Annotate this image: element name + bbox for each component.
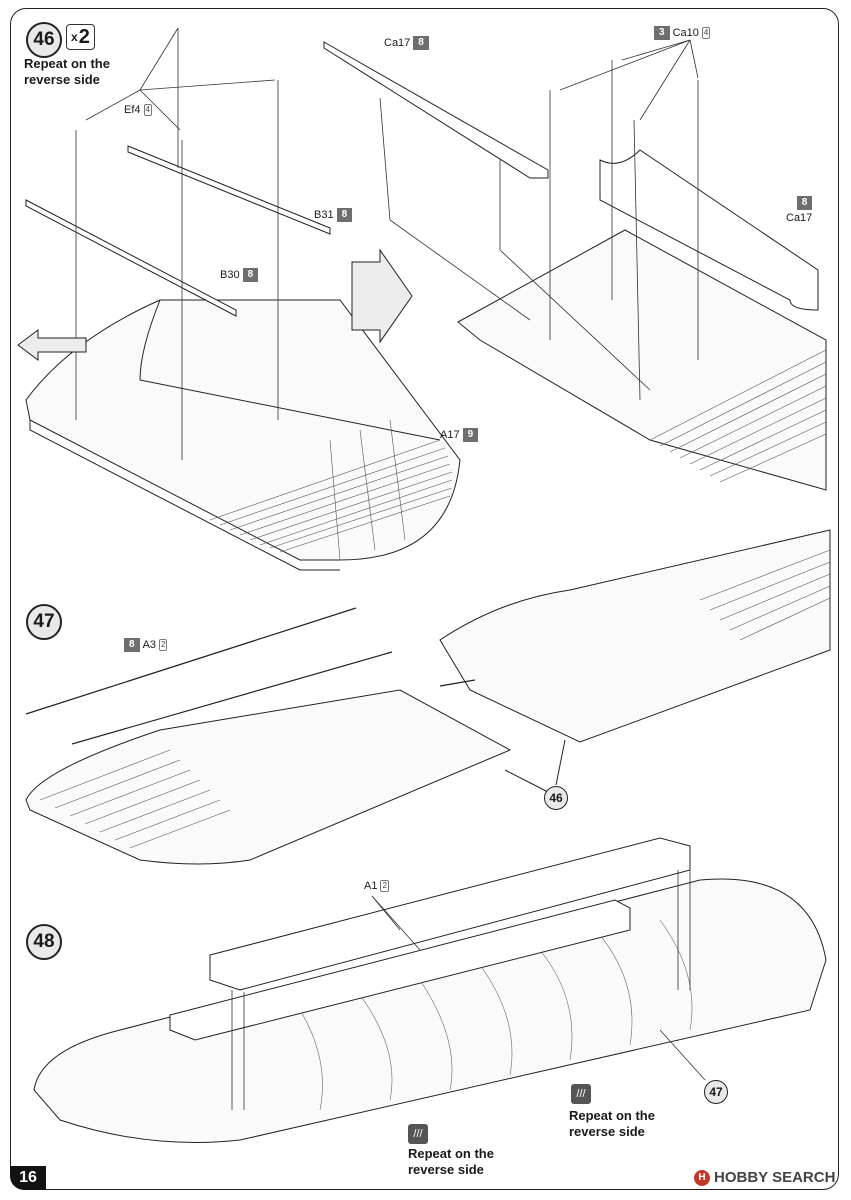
part-qty: 2 [159,639,168,651]
page-number: 16 [10,1166,46,1190]
multiplier-prefix: x [71,30,78,44]
color-badge: 8 [336,208,353,222]
page-border [10,8,839,1190]
label-b30: B30 8 [220,268,259,282]
reverse-side-icon: /// [571,1084,591,1104]
multiplier-value: 2 [78,25,90,48]
part-id: A17 [440,429,460,441]
label-a1: A1 2 [364,880,389,892]
part-qty: 4 [701,27,711,39]
color-badge: 8 [124,638,140,652]
label-b31: B31 8 [314,208,353,222]
step-number-48: 48 [26,924,62,960]
step47-wing-left [25,689,512,865]
ref-step-47: 47 [704,1080,728,1104]
part-a1-lower [169,899,631,1041]
part-qty: 4 [143,104,152,116]
part-ca17-side [599,149,819,311]
step-number-46: 46 [26,22,62,58]
watermark-text: HOBBY SEARCH [714,1169,836,1186]
part-id: A3 [142,639,157,651]
color-badge: 8 [242,268,259,282]
part-id: Ef4 [124,104,141,116]
label-a3: 8 A3 2 [124,638,168,652]
label-ef4: Ef4 4 [124,104,152,116]
arrow-left-icon [17,329,87,361]
part-b31 [127,145,331,235]
step46-wing-left [25,299,461,571]
part-b30 [25,199,237,317]
watermark: H HOBBY SEARCH [694,1169,835,1186]
part-id: B30 [220,269,240,281]
multiplier-box: x 2 [66,24,95,50]
hobby-search-logo-icon: H [694,1169,710,1186]
color-badge: 8 [796,196,813,210]
part-a3-rod-2 [71,651,393,745]
step47-wing-right [439,529,831,743]
part-id: Ca17 [384,37,411,49]
color-badge: 9 [462,428,479,442]
color-badge: 8 [413,36,429,50]
part-a3-rod-1 [25,607,357,715]
part-id: B31 [314,209,334,221]
color-badge: 3 [654,26,670,40]
repeat-note-48b: Repeat on the reverse side [408,1146,494,1177]
label-ca10: 3 Ca10 4 [654,26,711,40]
label-ca17-top: Ca17 8 [384,36,429,50]
part-id: A1 [364,880,378,892]
part-id: Ca17 [786,212,813,224]
label-a17: A17 9 [440,428,479,442]
part-id: Ca10 [672,27,699,39]
arrow-right-icon [351,248,413,344]
reverse-side-icon: /// [408,1124,428,1144]
repeat-note-48a: Repeat on the reverse side [569,1108,655,1139]
part-qty: 2 [380,880,389,892]
step-number-47: 47 [26,604,62,640]
part-ca17-top [323,41,549,179]
label-ca17-side: 8 Ca17 [786,196,813,224]
repeat-note-46: Repeat on the reverse side [24,56,110,87]
ref-step-46: 46 [544,786,568,810]
